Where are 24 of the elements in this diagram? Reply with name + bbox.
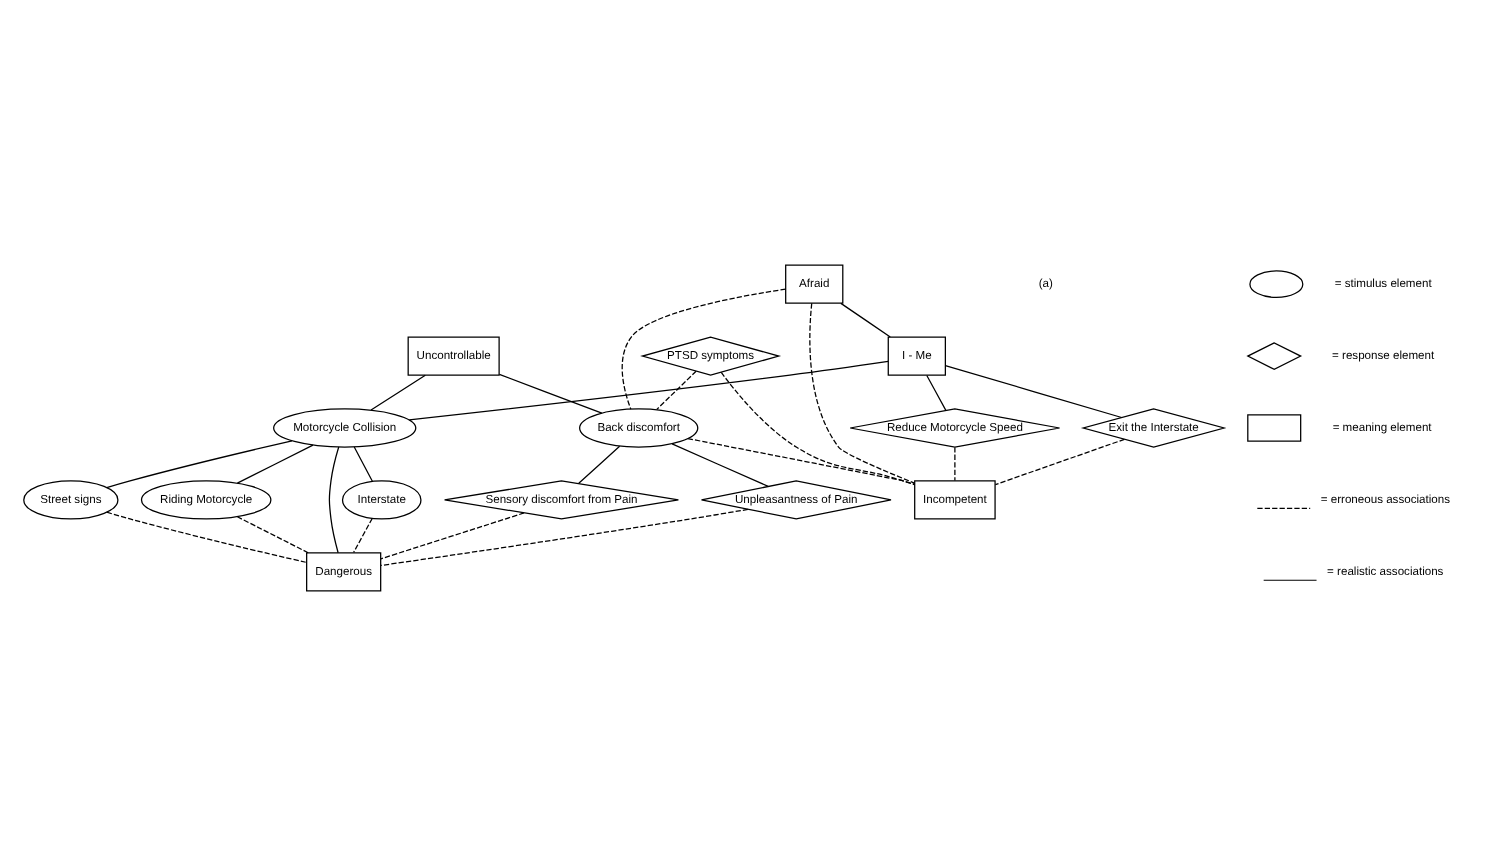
connector bbox=[954, 445, 956, 481]
connector bbox=[236, 443, 314, 483]
connector bbox=[687, 436, 916, 484]
connector bbox=[994, 437, 1125, 485]
connector bbox=[328, 445, 340, 553]
connector bbox=[720, 370, 916, 485]
connector bbox=[809, 301, 916, 483]
connector bbox=[656, 369, 697, 409]
connector bbox=[353, 516, 373, 553]
connector bbox=[671, 442, 769, 487]
connector bbox=[106, 510, 308, 563]
connector bbox=[370, 373, 426, 410]
connector bbox=[840, 301, 891, 337]
connector bbox=[498, 372, 603, 413]
connector bbox=[353, 445, 373, 481]
connector bbox=[578, 444, 621, 483]
connector bbox=[106, 439, 293, 488]
connector bbox=[408, 359, 889, 420]
connector bbox=[380, 511, 525, 559]
connector bbox=[926, 373, 947, 411]
connector bbox=[236, 515, 309, 553]
connector bbox=[944, 363, 1123, 418]
connector bbox=[621, 287, 787, 409]
connector bbox=[380, 507, 749, 566]
